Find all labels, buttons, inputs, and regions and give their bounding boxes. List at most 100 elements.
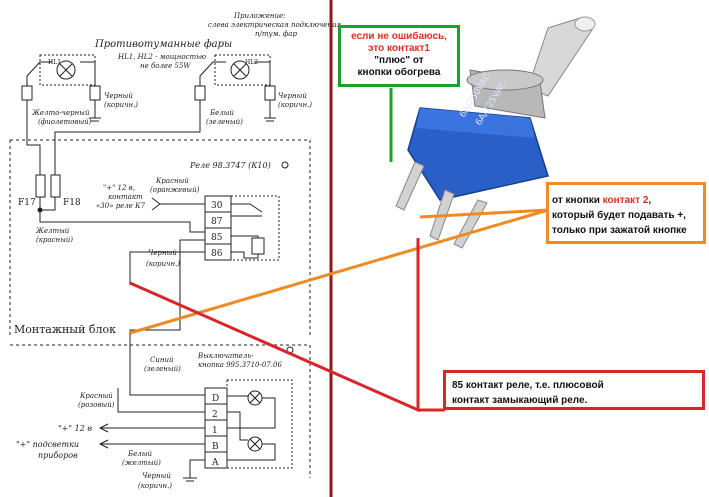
orange-box-line3: только при зажатой кнопке <box>552 225 687 236</box>
toggle-pin-3 <box>453 199 488 249</box>
orange-box-highlight: контакт 2 <box>602 195 649 206</box>
lamp-hl2-symbol <box>230 60 250 80</box>
wire-switchA-ground <box>189 459 205 478</box>
relay-pin-85: 85 <box>211 233 223 243</box>
wire-label-red3: Красный <box>79 392 113 400</box>
green-box-line3: "плюс" от <box>374 55 424 66</box>
annotation-red-box: 85 контакт реле, т.е. плюсовой контакт з… <box>443 370 705 410</box>
schematic <box>9 54 311 482</box>
wire-hl1-to-fuse <box>26 100 41 175</box>
wire-switch2 <box>117 388 205 413</box>
wire-label-black2: Черный <box>278 92 307 100</box>
wire-label-yellow-black: Желто-черный <box>31 109 90 117</box>
switch-frame <box>10 344 311 478</box>
wire-label-orange: (оранжевый) <box>150 186 200 194</box>
mount-block-label: Монтажный блок <box>14 323 116 336</box>
relay-coil <box>251 237 265 255</box>
relay-pin-87: 87 <box>211 217 223 227</box>
switch-pin-1: 1 <box>212 426 218 436</box>
wire-fuse-join <box>39 197 56 211</box>
relay-pin-30: 30 <box>211 201 223 211</box>
label-hl2: HL2 <box>245 59 258 66</box>
wire-label-red2: (красный) <box>36 236 73 244</box>
wire-hl1-ground <box>80 61 96 86</box>
appendix-line3: п/тум. фар <box>255 30 297 38</box>
wire-label-blue: Синий <box>150 356 174 364</box>
wire-label-pink: (розовый) <box>78 401 115 409</box>
fuse-f18 <box>50 174 61 198</box>
annotation-green-box: если не ошибаюсь, это контакт1 "плюс" от… <box>338 25 460 87</box>
lamp-power-note: HL1, HL2 - мощностью <box>117 53 206 61</box>
relay-title: Реле 98.3747 (К10) <box>189 161 271 170</box>
toggle-pin-1 <box>395 161 425 211</box>
switch-pin-A: A <box>211 458 219 468</box>
orange-box-pre: от кнопки <box>552 195 603 206</box>
label-devices: приборов <box>38 451 78 460</box>
wire-label-red: Красный <box>155 177 189 185</box>
wire-label-black4: Черный <box>142 472 171 480</box>
red-box-line1: 85 контакт реле, т.е. плюсовой <box>452 380 604 391</box>
schematic-labels: Приложение: слева электрическая подключе… <box>14 12 342 490</box>
fuse-f17 <box>35 174 46 198</box>
wire-hl2-to-fuse <box>54 100 201 175</box>
switch-title: Выключатель- <box>197 352 254 360</box>
toggle-switch-photo: 6A/250VAC 6A/125VAC <box>395 16 596 249</box>
connector-hl1-plus <box>21 85 33 101</box>
relay-lamp-icon <box>281 161 289 169</box>
lamp-hl1-cross-b <box>59 63 73 77</box>
label-plus-backlight: "+" подсветки <box>16 440 79 449</box>
relay-pin-86: 86 <box>211 249 223 259</box>
wire-label-green2: (зеленый) <box>144 365 181 373</box>
wire-label-green: (зеленый) <box>206 118 243 126</box>
connector-hl2-plus <box>194 85 206 101</box>
annotation-orange-box: от кнопки контакт 2, который будет подав… <box>546 182 706 244</box>
connector-hl2-ground <box>264 85 276 101</box>
green-box-line4: кнопки обогрева <box>357 67 441 78</box>
red-box-line2: контакт замыкающий реле. <box>452 395 588 406</box>
label-plus12b: "+" 12 в <box>58 424 92 433</box>
wire-label-violet: (фиолетовый) <box>38 118 92 126</box>
wire-label-white: Белый <box>209 109 234 117</box>
wire-label-yellow2: (желтый) <box>122 459 161 467</box>
label-hl1: HL1 <box>48 59 61 66</box>
lamp-hl1-symbol <box>56 60 76 80</box>
orange-pointer-line-2 <box>419 208 549 219</box>
label-contact30: «30» реле К7 <box>96 202 146 210</box>
wire-hl2-ground <box>254 61 271 86</box>
orange-box-comma: , <box>648 195 652 206</box>
switch-title-2: кнопка 995.3710-07.06 <box>198 361 282 369</box>
label-f17: F17 <box>18 198 36 208</box>
orange-box-line2: который будет подавать +, <box>552 210 686 221</box>
wire-hl1-plus <box>26 61 52 86</box>
mount-block-frame <box>10 139 311 335</box>
wire-relay85-to-switch <box>129 239 205 396</box>
connector-hl1-ground <box>89 85 101 101</box>
wire-label-white2: Белый <box>127 450 152 458</box>
fog-lamps-title: Противотуманные фары <box>94 39 232 50</box>
wire-label-brown2: (коричн.) <box>278 101 312 109</box>
lamp-hl2-cross-b <box>233 63 247 77</box>
lamp-power-note-2: не более 55W <box>140 62 191 70</box>
wire-label-black1: Черный <box>104 92 133 100</box>
green-box-line1: если не ошибаюсь, <box>351 31 447 42</box>
orange-pointer-line <box>129 208 549 335</box>
relay-contact <box>231 203 263 213</box>
label-plus12: "+" 12 в, <box>103 184 135 192</box>
switch-body <box>226 379 293 469</box>
appendix-line2: слева электрическая подключения <box>208 21 342 29</box>
wire-label-yellow: Желтый <box>35 227 70 235</box>
switch-pin-2: 2 <box>212 410 218 420</box>
wire-label-brown4: (коричн.) <box>138 482 172 490</box>
wire-fuses-to-relay87 <box>39 210 205 233</box>
label-f18: F18 <box>63 198 81 208</box>
headlamp-hl2-frame <box>214 54 271 86</box>
wire-label-brown1: (коричн.) <box>104 101 138 109</box>
appendix-title: Приложение: <box>233 12 286 20</box>
wire-label-brown3: (коричн.) <box>146 260 180 268</box>
label-contact: контакт <box>108 193 143 201</box>
wire-hl2-plus <box>199 61 226 86</box>
orange-box-line1: от кнопки контакт 2, <box>552 193 703 208</box>
switch-pin-D: D <box>212 394 219 404</box>
